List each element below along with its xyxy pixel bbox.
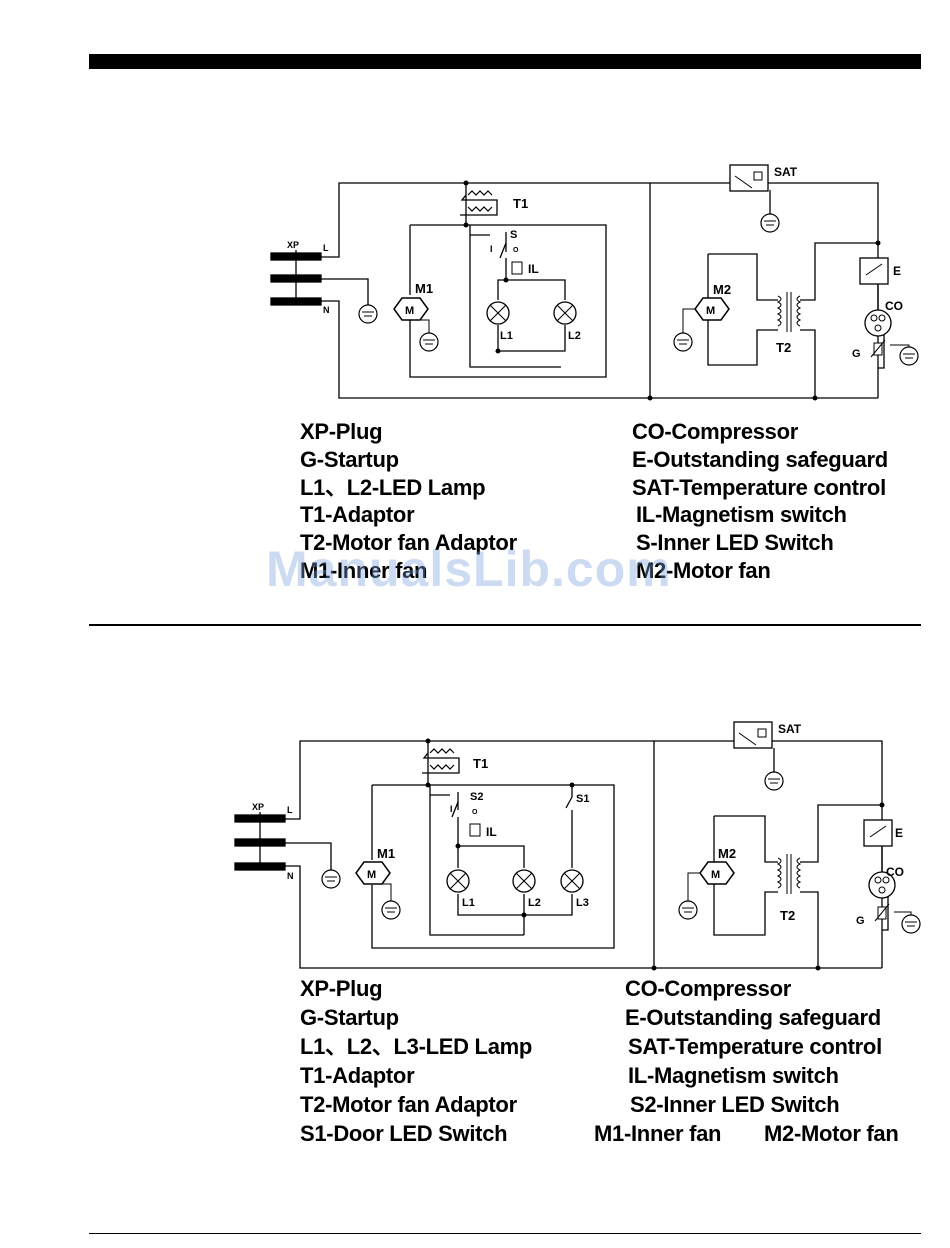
label-sat: SAT [774, 165, 798, 179]
earth-symbol [899, 346, 919, 366]
legend-item: SAT-Temperature control [632, 475, 886, 500]
legend-item: T1-Adaptor [300, 1063, 415, 1088]
earth-symbol [673, 332, 693, 352]
footer-rule [89, 1233, 921, 1234]
earth-symbol [760, 213, 780, 233]
svg-text:O: O [513, 247, 519, 254]
earth-symbol [321, 869, 341, 889]
legend-item: T1-Adaptor [300, 502, 415, 527]
legend-item: S1-Door LED Switch [300, 1121, 508, 1146]
earth-symbol [764, 771, 784, 791]
legend-item: G-Startup [300, 1005, 399, 1030]
label-xp: XP [287, 240, 299, 250]
svg-text:I: I [450, 804, 453, 814]
label-t2: T2 [780, 908, 795, 923]
label-l: L [287, 805, 293, 815]
legend-item: IL-Magnetism switch [636, 502, 847, 527]
label-g: G [852, 348, 861, 360]
legend-item: M1-Inner fan [594, 1121, 722, 1146]
label-il: IL [486, 825, 497, 839]
earth-symbol [381, 900, 401, 920]
wiring-diagram-1: M M XP L N T1 S I O IL M1 L1 L2 SAT M2 T… [270, 164, 919, 401]
legend-item: E-Outstanding safeguard [632, 447, 888, 472]
legend-item: M2-Motor fan [636, 558, 771, 583]
legend-item: T2-Motor fan Adaptor [300, 1092, 517, 1117]
legend-item: G-Startup [300, 447, 399, 472]
legend-item: XP-Plug [300, 976, 383, 1001]
label-g: G [856, 915, 865, 927]
label-m2: M2 [713, 282, 731, 297]
label-sat: SAT [778, 722, 802, 736]
label-l: L [323, 243, 329, 253]
legend-item: M1-Inner fan [300, 558, 428, 583]
watermark: ManualsLib.com [266, 541, 672, 597]
legend-item: XP-Plug [300, 419, 383, 444]
label-e: E [893, 264, 901, 278]
il-symbol [511, 261, 523, 275]
label-m1: M1 [377, 846, 395, 861]
safeguard-symbol [863, 819, 893, 847]
compressor-symbol [864, 309, 892, 337]
label-l2: L2 [568, 330, 581, 342]
legend-item: L1、L2、L3-LED Lamp [300, 1034, 533, 1059]
il-symbol [469, 823, 481, 837]
label-l2: L2 [528, 897, 541, 909]
label-s1: S1 [576, 793, 589, 805]
label-m2: M2 [718, 846, 736, 861]
label-m1: M1 [415, 281, 433, 296]
label-l3: L3 [576, 897, 589, 909]
safeguard-symbol [859, 257, 889, 285]
label-co: CO [886, 865, 904, 879]
legend-item: L1、L2-LED Lamp [300, 475, 486, 500]
label-s2: S2 [470, 791, 483, 803]
label-t1: T1 [513, 196, 528, 211]
label-t1: T1 [473, 756, 488, 771]
legend-item: SAT-Temperature control [628, 1034, 882, 1059]
header-bar [89, 54, 921, 69]
legend-item: M2-Motor fan [764, 1121, 899, 1146]
label-n: N [323, 305, 330, 315]
label-il: IL [528, 262, 539, 276]
label-e: E [895, 826, 903, 840]
svg-text:I: I [490, 244, 493, 254]
svg-text:M: M [405, 305, 414, 317]
legend-item: S-Inner LED Switch [636, 530, 834, 555]
svg-text:O: O [472, 809, 478, 816]
label-l1: L1 [462, 897, 475, 909]
earth-symbol [678, 900, 698, 920]
label-co: CO [885, 299, 903, 313]
earth-symbol [901, 914, 921, 934]
earth-symbol [358, 304, 378, 324]
section-divider [89, 624, 921, 626]
svg-text:M: M [367, 869, 376, 881]
wiring-diagram-2: M M XP L N T1 S2 S1 I O IL M1 L1 L2 L3 S… [234, 721, 921, 971]
legend-item: IL-Magnetism switch [628, 1063, 839, 1088]
legend-item: T2-Motor fan Adaptor [300, 530, 517, 555]
legend-item: CO-Compressor [625, 976, 792, 1001]
legend-item: E-Outstanding safeguard [625, 1005, 881, 1030]
label-t2: T2 [776, 340, 791, 355]
legend-item: CO-Compressor [632, 419, 799, 444]
label-n: N [287, 871, 294, 881]
svg-text:M: M [711, 869, 720, 881]
label-l1: L1 [500, 330, 513, 342]
legend-item: S2-Inner LED Switch [630, 1092, 840, 1117]
label-xp: XP [252, 802, 264, 812]
earth-symbol [419, 332, 439, 352]
label-s: S [510, 229, 517, 241]
svg-text:M: M [706, 305, 715, 317]
